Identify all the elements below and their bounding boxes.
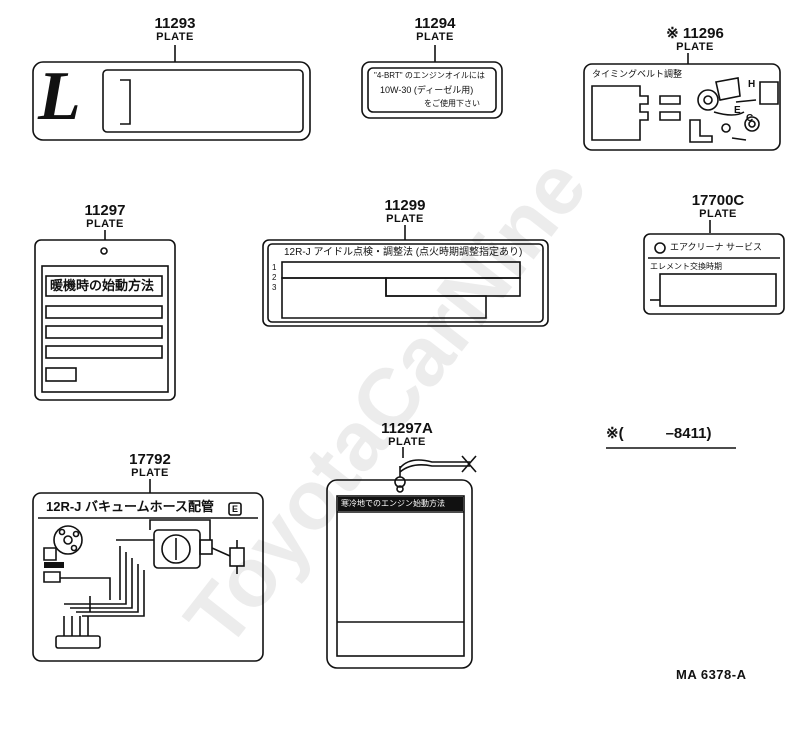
note-range: –8411 [665,425,707,442]
applicability-note: ※( –8411) [606,426,711,441]
note-close: ) [706,425,712,442]
row-number: 1 [272,263,277,272]
plate-title: タイミングベルト調整 [592,69,683,79]
label-11294: 11294 PLATE [390,16,480,43]
part-number: 11293 [154,15,196,32]
part-caption: PLATE [388,436,426,448]
part-caption: PLATE [676,41,714,53]
tag-title-band [338,497,463,511]
plate-11294 [361,61,503,119]
note-open: ( [618,425,624,442]
tag-title: 寒冷地でのエンジン始動方法 [341,499,445,508]
reference-mark: ※ [666,25,679,42]
part-caption: PLATE [156,31,194,43]
plate-title: 12R-J バキュームホース配管 [46,499,214,514]
part-caption: PLATE [699,208,737,220]
part-caption: PLATE [416,31,454,43]
plate-title: エアクリーナ サービス [670,242,763,252]
plate-11296 [583,63,781,151]
label-11297a: 11297A PLATE [362,421,452,448]
tag-letter-e: E [734,105,741,116]
label-17792: 17792 PLATE [105,452,195,479]
label-11297: 11297 PLATE [60,203,150,230]
row-number: 2 [272,273,277,282]
oil-notice-line: "4-BRT" のエンジンオイルには [374,71,485,80]
label-17700c: 17700C PLATE [668,193,768,220]
plate-11299 [262,239,549,327]
plate-17792 [32,492,264,662]
part-number: 17792 [129,451,171,468]
reference-mark: ※ [606,425,619,442]
plate-11293 [32,61,311,141]
part-caption: PLATE [131,467,169,479]
plate-letter: L [38,58,81,135]
oil-notice-line: 10W-30 (ディーゼル用) [380,85,474,95]
label-11296: ※ 11296 PLATE [640,26,750,53]
part-number: 11299 [384,197,426,214]
label-11293: 11293 PLATE [130,16,220,43]
part-caption: PLATE [86,218,124,230]
plate-title: 暖機時の始動方法 [50,278,155,293]
plate-subtitle: エレメント交換時期 [650,262,722,271]
plate-badge: E [232,504,239,514]
label-11299: 11299 PLATE [360,198,450,225]
part-number: 17700C [691,192,745,209]
plate-17700c [643,233,785,315]
plate-11297a [326,455,477,669]
part-number: 11297 [84,202,126,219]
part-number-value: 11296 [682,25,724,42]
hose-fitting [44,562,64,568]
diagram-code: MA 6378-A [676,667,747,682]
plate-title: 12R-J アイドル点検・調整法 (点火時期調整指定あり) [284,247,523,258]
tag-letter-h: H [748,79,756,90]
tag-letter-c: C [746,113,754,124]
oil-notice-line: をご使用下さい [424,99,480,108]
part-number: ※ 11296 [640,26,750,41]
part-number: 11297A [381,420,433,437]
plate-11297 [34,239,176,401]
row-number: 3 [272,283,277,292]
part-caption: PLATE [386,213,424,225]
part-number: 11294 [414,15,456,32]
